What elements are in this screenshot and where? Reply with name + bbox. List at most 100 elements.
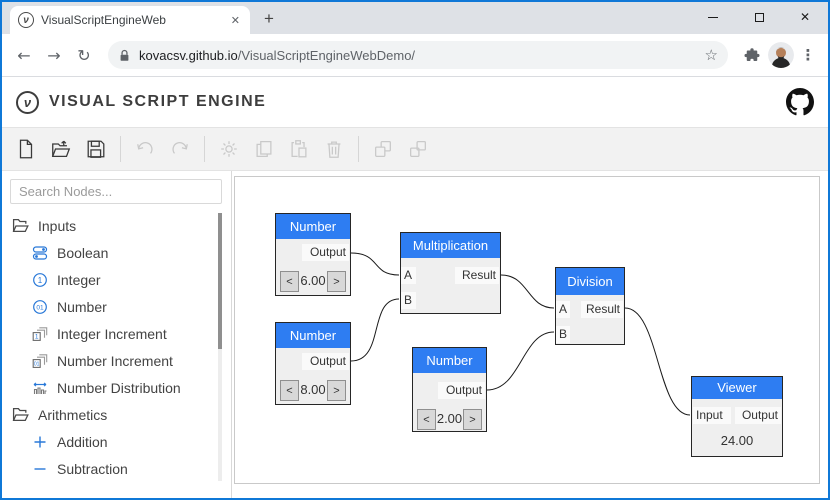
url-path: /VisualScriptEngineWebDemo/: [237, 47, 416, 63]
node-number-3[interactable]: Number Output < 2.00 >: [412, 347, 487, 432]
node-palette-sidebar: Inputs Boolean 1 Integer 01 Number 1 Int…: [2, 171, 232, 498]
input-slot[interactable]: Input: [693, 407, 731, 424]
titlebar: ν VisualScriptEngineWeb ✕ + ✕: [2, 2, 828, 34]
output-slot-result[interactable]: Result: [455, 267, 499, 284]
ungroup-button[interactable]: [402, 133, 434, 165]
redo-button[interactable]: [164, 133, 196, 165]
extensions-button[interactable]: [738, 41, 766, 69]
tree-label: Number: [57, 298, 107, 315]
node-multiplication[interactable]: Multiplication A B Result: [400, 232, 501, 314]
decrement-button[interactable]: <: [417, 409, 436, 430]
minimize-button[interactable]: [690, 2, 736, 32]
node-title[interactable]: Number: [276, 323, 350, 348]
browser-tab[interactable]: ν VisualScriptEngineWeb ✕: [10, 6, 250, 34]
sidebar-scrollbar-thumb[interactable]: [218, 213, 222, 349]
node-value: 8.00: [300, 382, 326, 397]
new-file-button[interactable]: [10, 133, 42, 165]
app-header: ν VISUAL SCRIPT ENGINE: [2, 77, 828, 127]
wire-number2-to-multiplication-b: [350, 298, 400, 362]
node-title[interactable]: Number: [413, 348, 486, 373]
gear-icon: [221, 141, 237, 157]
sidebar-item-integer[interactable]: 1 Integer: [2, 266, 231, 293]
node-title[interactable]: Viewer: [692, 377, 782, 399]
app-logo-icon: ν: [16, 90, 39, 114]
undo-icon: [137, 142, 153, 154]
refresh-button[interactable]: ↻: [77, 45, 91, 65]
node-division[interactable]: Division A B Result: [555, 267, 625, 345]
settings-button[interactable]: [213, 133, 245, 165]
node-title[interactable]: Multiplication: [401, 233, 500, 258]
search-input[interactable]: [10, 179, 222, 204]
decrement-button[interactable]: <: [280, 271, 299, 292]
tree-label: Arithmetics: [38, 406, 108, 423]
output-slot[interactable]: Output: [735, 407, 781, 424]
new-tab-button[interactable]: +: [264, 9, 274, 28]
node-title[interactable]: Number: [276, 214, 350, 239]
node-number-2[interactable]: Number Output < 8.00 >: [275, 322, 351, 405]
paste-icon: [291, 140, 307, 158]
tree-label: Inputs: [38, 217, 77, 234]
output-slot[interactable]: Output: [438, 382, 485, 399]
minus-icon: [34, 467, 46, 470]
output-slot[interactable]: Output: [302, 353, 349, 370]
sidebar-item-number-increment[interactable]: 01 Number Increment: [2, 347, 231, 374]
svg-text:1: 1: [35, 333, 39, 340]
tree-label: Number Distribution: [57, 379, 181, 396]
close-icon: ✕: [799, 10, 811, 24]
sidebar-item-integer-increment[interactable]: 1 Integer Increment: [2, 320, 231, 347]
forward-button[interactable]: →: [47, 45, 61, 65]
sidebar-item-number[interactable]: 01 Number: [2, 293, 231, 320]
address-bar[interactable]: kovacsv.github.io/VisualScriptEngineWebD…: [108, 41, 728, 69]
lock-icon: [120, 49, 129, 61]
url-domain: kovacsv.github.io: [139, 47, 238, 63]
sidebar-item-addition[interactable]: Addition: [2, 428, 231, 455]
group-icon: [375, 141, 391, 157]
maximize-button[interactable]: [736, 2, 782, 32]
sidebar-item-arithmetics[interactable]: Arithmetics: [2, 401, 231, 428]
node-value: 2.00: [436, 411, 463, 426]
paste-button[interactable]: [283, 133, 315, 165]
tree-label: Number Increment: [57, 352, 173, 369]
increment-button[interactable]: >: [463, 409, 482, 430]
bookmark-star-icon[interactable]: ☆: [704, 46, 718, 64]
profile-avatar[interactable]: [768, 42, 794, 68]
node-viewer[interactable]: Viewer Input Output 24.00: [691, 376, 783, 457]
tab-title: VisualScriptEngineWeb: [41, 13, 166, 27]
input-slot-b[interactable]: B: [556, 326, 570, 343]
undo-button[interactable]: [129, 133, 161, 165]
tree-label: Subtraction: [57, 460, 128, 477]
tab-close-icon[interactable]: ✕: [230, 14, 240, 27]
node-value: 6.00: [300, 273, 326, 288]
browser-navbar: ← → ↻ kovacsv.github.io/VisualScriptEngi…: [2, 34, 828, 77]
wire-multiplication-to-division-a: [500, 274, 555, 309]
back-button[interactable]: ←: [17, 45, 31, 65]
node-title[interactable]: Division: [556, 268, 624, 295]
url-text: kovacsv.github.io/VisualScriptEngineWebD…: [139, 48, 697, 63]
delete-button[interactable]: [318, 133, 350, 165]
close-button[interactable]: ✕: [782, 2, 828, 32]
increment-button[interactable]: >: [327, 271, 346, 292]
increment-button[interactable]: >: [327, 380, 346, 401]
browser-menu-button[interactable]: ⋮: [800, 47, 816, 64]
sidebar-item-boolean[interactable]: Boolean: [2, 239, 231, 266]
sidebar-scrollbar-track[interactable]: [218, 213, 222, 481]
input-slot-b[interactable]: B: [401, 292, 416, 309]
tree-label: Integer Increment: [57, 325, 167, 342]
output-slot[interactable]: Output: [302, 244, 349, 261]
input-slot-a[interactable]: A: [401, 267, 416, 284]
copy-button[interactable]: [248, 133, 280, 165]
decrement-button[interactable]: <: [280, 380, 299, 401]
sidebar-item-inputs[interactable]: Inputs: [2, 212, 231, 239]
output-slot-result[interactable]: Result: [581, 301, 623, 318]
svg-text:01: 01: [34, 361, 40, 367]
save-file-button[interactable]: [80, 133, 112, 165]
sidebar-item-number-distribution[interactable]: Number Distribution: [2, 374, 231, 401]
node-canvas[interactable]: Number Output < 6.00 > Number Output < 8…: [234, 176, 820, 484]
sidebar-item-subtraction[interactable]: Subtraction: [2, 455, 231, 482]
group-button[interactable]: [367, 133, 399, 165]
open-file-button[interactable]: [45, 133, 77, 165]
github-icon[interactable]: [786, 88, 814, 116]
plus-icon: [34, 436, 46, 447]
node-number-1[interactable]: Number Output < 6.00 >: [275, 213, 351, 296]
input-slot-a[interactable]: A: [556, 301, 570, 318]
